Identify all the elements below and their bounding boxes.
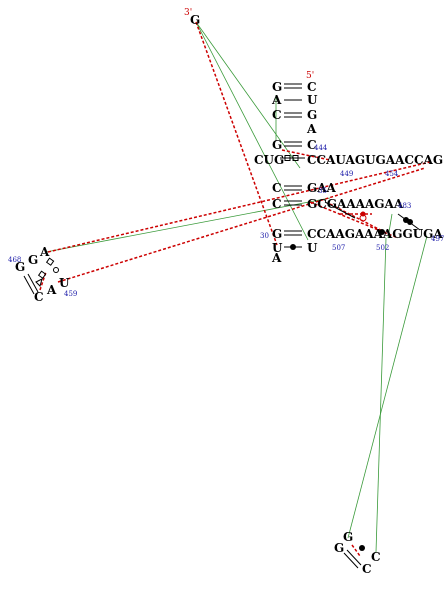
nucleotide: C	[272, 181, 282, 195]
five-prime-label: 5'	[306, 71, 314, 81]
base-pair	[27, 273, 39, 293]
nucleotide: G	[190, 13, 200, 27]
nucleotide: CCAUAGUGAACCAG	[307, 153, 443, 167]
tertiary-line	[329, 203, 393, 237]
nucleotide: G	[343, 530, 353, 544]
nucleotide: A	[271, 93, 282, 107]
base-pair	[23, 275, 35, 295]
base-pair	[397, 213, 421, 231]
noncanonical-line	[347, 235, 428, 539]
position-number: 30	[260, 232, 269, 240]
noncanonical-square	[45, 257, 55, 266]
nucleotide: G	[272, 138, 282, 152]
nucleotide: C	[362, 562, 372, 576]
position-number: 35	[318, 187, 327, 195]
position-number: 444	[314, 144, 328, 152]
noncanonical-line	[45, 197, 331, 253]
position-number: 468	[8, 256, 21, 264]
nucleotide: G	[28, 253, 38, 267]
nucleotide: C	[34, 290, 44, 304]
nucleotide: A	[39, 245, 50, 259]
nucleotide: U	[307, 93, 318, 107]
position-number: 454	[385, 170, 399, 178]
gu-pair-dot	[359, 545, 365, 551]
base-pair	[346, 549, 362, 566]
position-number: 459	[64, 290, 77, 298]
nucleotide: A	[46, 283, 57, 297]
nucleotide: GCGAAAAGAA	[307, 197, 404, 211]
nucleotide: CUG	[254, 153, 284, 167]
noncanonical-line	[195, 21, 301, 169]
nucleotide: C	[272, 197, 282, 211]
noncanonical-line	[375, 237, 387, 553]
nucleotide: G	[272, 227, 282, 241]
noncanonical-line	[195, 21, 309, 241]
position-number: 507	[332, 244, 345, 252]
nucleotide: C	[307, 80, 317, 94]
nucleotide: U	[59, 276, 70, 290]
noncanonical-circle	[53, 267, 59, 273]
position-number: 449	[340, 170, 353, 178]
noncanonical-square	[284, 155, 291, 161]
base-pair	[324, 201, 356, 219]
noncanonical-triangle	[35, 278, 43, 287]
nucleotide: G	[15, 260, 25, 274]
nucleotide: G	[272, 80, 282, 94]
noncanonical-square	[292, 155, 299, 161]
tertiary-line	[351, 544, 361, 557]
tertiary-line	[309, 201, 399, 239]
tertiary-line	[57, 167, 426, 283]
gu-pair-dot	[290, 244, 296, 250]
nucleotide: G	[307, 108, 317, 122]
tertiary-line	[47, 161, 431, 253]
noncanonical-square	[37, 270, 47, 279]
tertiary-circle	[360, 211, 366, 217]
nucleotide: C	[371, 550, 381, 564]
position-number: 502	[376, 244, 389, 252]
nucleotide: A	[306, 122, 317, 136]
gu-pair-dot	[379, 229, 385, 235]
nucleotide: GAA	[307, 181, 337, 195]
tertiary-line	[195, 21, 278, 246]
three-prime-label: 3'	[184, 8, 192, 18]
nucleotide: U	[307, 241, 318, 255]
position-number: 483	[398, 202, 411, 210]
nucleotide: A	[271, 251, 282, 265]
tertiary-line	[281, 149, 331, 161]
nucleotide: C	[272, 108, 282, 122]
nucleotide: G	[334, 541, 344, 555]
nucleotide: U	[272, 241, 283, 255]
position-number: 497	[431, 235, 444, 243]
nucleotide: C	[307, 138, 317, 152]
base-pair	[343, 552, 359, 569]
nucleotide: CCAAGAAAAGGUGA	[307, 227, 443, 241]
